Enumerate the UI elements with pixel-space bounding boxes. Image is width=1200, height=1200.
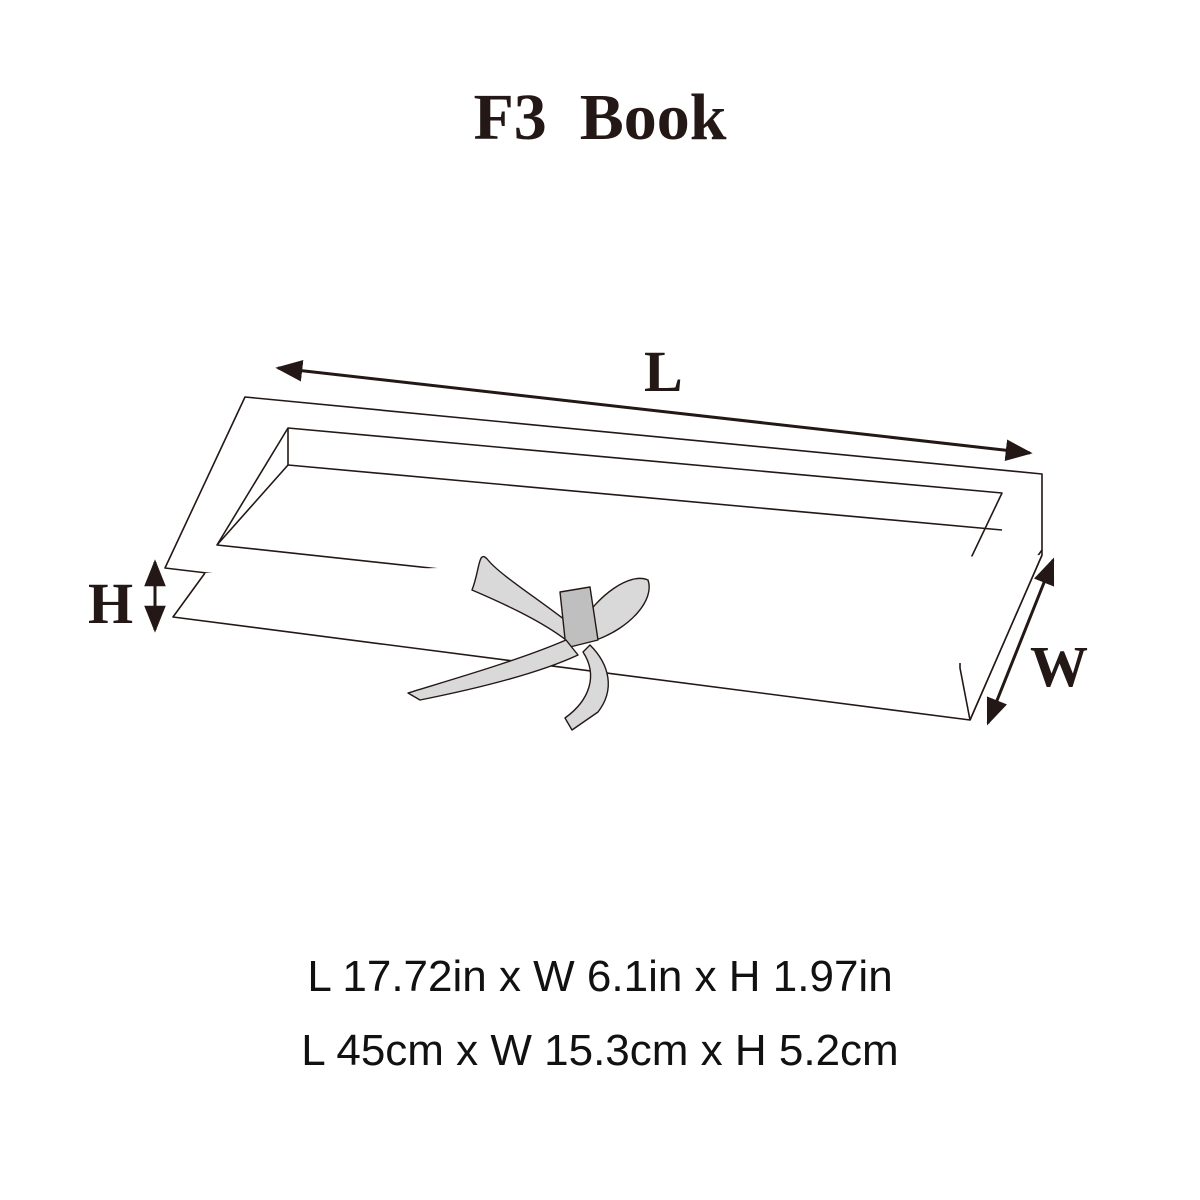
metric-dimensions: L 45cm x W 15.3cm x H 5.2cm bbox=[301, 1026, 899, 1075]
length-arrow bbox=[275, 359, 1033, 462]
ribbon-knot bbox=[559, 586, 599, 649]
ribbon-tail-right bbox=[564, 644, 609, 731]
ribbon-tail-left bbox=[407, 639, 579, 701]
height-label: H bbox=[88, 571, 133, 636]
diagram-title: F3 Book bbox=[473, 81, 727, 154]
ribbon-right-loop bbox=[579, 577, 650, 641]
width-arrow bbox=[986, 557, 1055, 726]
box-base bbox=[172, 554, 1043, 721]
width-label: W bbox=[1030, 634, 1088, 699]
window-depth-edge bbox=[216, 464, 289, 546]
base-edge bbox=[959, 663, 971, 721]
ribbon-left-loop bbox=[471, 556, 575, 641]
book-box bbox=[164, 396, 1043, 721]
imperial-dimensions: L 17.72in x W 6.1in x H 1.97in bbox=[307, 952, 893, 1001]
length-label: L bbox=[644, 339, 683, 404]
ribbon-bow bbox=[407, 556, 650, 731]
